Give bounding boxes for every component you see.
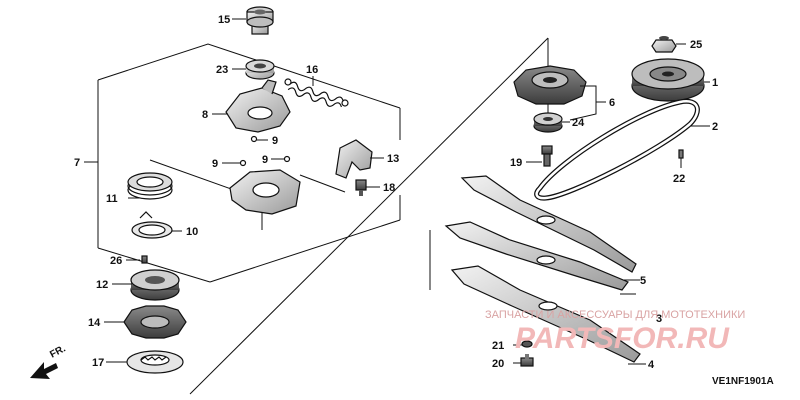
part-16-label: 16 — [306, 64, 318, 76]
part-10-shape — [131, 211, 173, 239]
part-25-label: 25 — [690, 39, 702, 51]
part-15-shape — [246, 6, 274, 35]
part-22-shape — [678, 149, 684, 159]
part-9-label-c: 9 — [262, 154, 268, 166]
part-4-shape — [450, 265, 641, 363]
part-14-shape — [123, 305, 187, 339]
part-6-label: 6 — [609, 97, 615, 109]
part-10-label: 10 — [186, 226, 198, 238]
part-3-label: 3 — [656, 313, 662, 325]
part-1-shape — [631, 58, 705, 102]
part-16-shape — [284, 78, 349, 108]
part-21-shape — [521, 340, 533, 348]
part-11-shape — [127, 172, 173, 200]
part-11-label: 11 — [106, 193, 118, 205]
part-22-label: 22 — [673, 173, 685, 185]
part-18-shape — [355, 179, 367, 196]
part-9-label-b: 9 — [212, 158, 218, 170]
part-17-shape — [126, 350, 184, 374]
watermark-logo: PARTSFOR.RU — [515, 322, 730, 355]
part-26-shape — [141, 255, 148, 264]
part-17-label: 17 — [92, 357, 104, 369]
part-number-labels: 15 23 16 8 9 9 9 7 13 18 11 10 26 12 14 … — [74, 14, 718, 371]
part-1-label: 1 — [712, 77, 718, 89]
part-26-label: 26 — [110, 255, 122, 267]
part-7-label: 7 — [74, 157, 80, 169]
diagram-code: VE1NF1901A — [712, 376, 774, 387]
part-2-label: 2 — [712, 121, 718, 133]
part-2-shape — [534, 98, 700, 201]
part-20-label: 20 — [492, 358, 504, 370]
part-8-shape — [225, 79, 291, 133]
part-13-shape — [335, 139, 373, 179]
part-12-label: 12 — [96, 279, 108, 291]
part-14-label: 14 — [88, 317, 101, 329]
part-3-shape — [460, 175, 637, 273]
part-5-label: 5 — [640, 275, 646, 287]
part-19-label: 19 — [510, 157, 522, 169]
part-12-shape — [130, 269, 180, 301]
part-4-label: 4 — [648, 359, 655, 371]
part-9-pins — [239, 135, 291, 167]
part-6-shape — [513, 65, 587, 105]
part-21-label: 21 — [492, 340, 504, 352]
part-24-shape — [533, 112, 563, 133]
part-19-shape — [541, 145, 553, 167]
part-15-label: 15 — [218, 14, 230, 26]
leader-lines — [84, 18, 710, 365]
watermark-tagline: ЗАПЧАСТИ И АКСЕССУАРЫ ДЛЯ МОТОТЕХНИКИ — [485, 309, 745, 321]
part-5-shape — [444, 221, 629, 291]
part-24-label: 24 — [572, 117, 585, 129]
front-direction-marker: FR. — [30, 343, 68, 379]
part-20-shape — [520, 354, 534, 367]
part-18-label: 18 — [383, 182, 395, 194]
watermark: ЗАПЧАСТИ И АКСЕССУАРЫ ДЛЯ МОТОТЕХНИКИ PA… — [485, 309, 745, 355]
part-23-label: 23 — [216, 64, 228, 76]
part-8-label: 8 — [202, 109, 208, 121]
brake-plate-lower-shape — [229, 169, 301, 215]
part-13-label: 13 — [387, 153, 399, 165]
part-9-label-a: 9 — [272, 135, 278, 147]
part-25-shape — [651, 36, 677, 53]
part-23-shape — [245, 59, 275, 80]
front-direction-label: FR. — [48, 343, 68, 360]
